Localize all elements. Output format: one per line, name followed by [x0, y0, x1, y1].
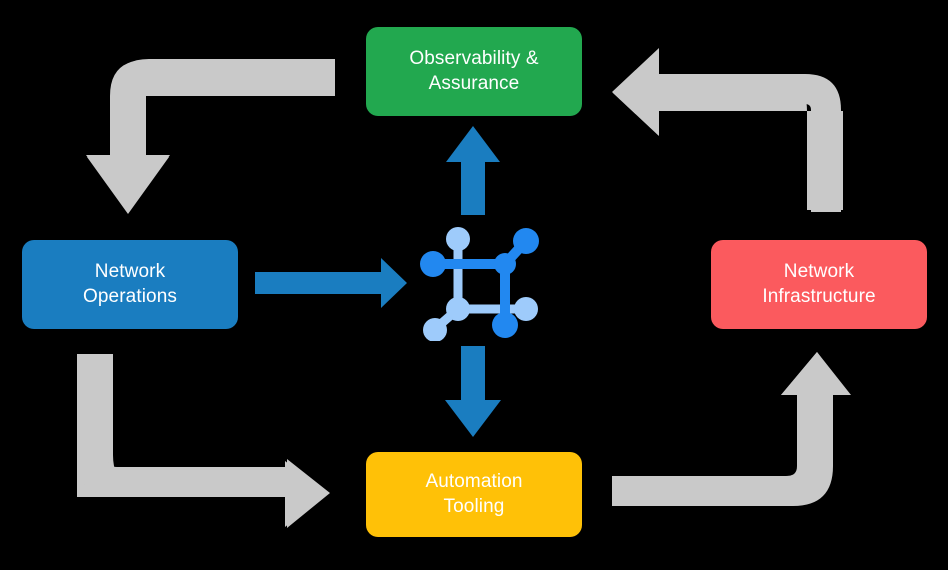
node-upper-right — [513, 228, 539, 254]
box-observability[interactable]: Observability & Assurance — [366, 27, 582, 116]
network-mesh-icon — [420, 227, 539, 341]
box-network-operations[interactable]: Network Operations — [22, 240, 238, 329]
node-top — [446, 227, 470, 251]
node-lower-left — [423, 318, 447, 341]
arrow-center-to-automation — [445, 346, 501, 437]
node-bottom — [492, 312, 518, 338]
elbow-top-left — [87, 59, 335, 214]
network-nodes — [420, 227, 539, 341]
gray-elbow-group — [77, 48, 851, 528]
box-automation-tooling[interactable]: Automation Tooling — [366, 452, 582, 537]
node-left — [420, 251, 446, 277]
elbow-bottom-left — [77, 354, 330, 528]
arrow-center-to-observability — [446, 126, 500, 215]
elbow-top-right — [612, 48, 841, 212]
arrow-operations-to-center — [255, 258, 407, 308]
node-hub-top-right — [494, 253, 516, 275]
node-hub-bottom-left — [446, 297, 470, 321]
box-network-infrastructure[interactable]: Network Infrastructure — [711, 240, 927, 329]
elbow-bottom-right — [612, 352, 851, 506]
node-right — [514, 297, 538, 321]
